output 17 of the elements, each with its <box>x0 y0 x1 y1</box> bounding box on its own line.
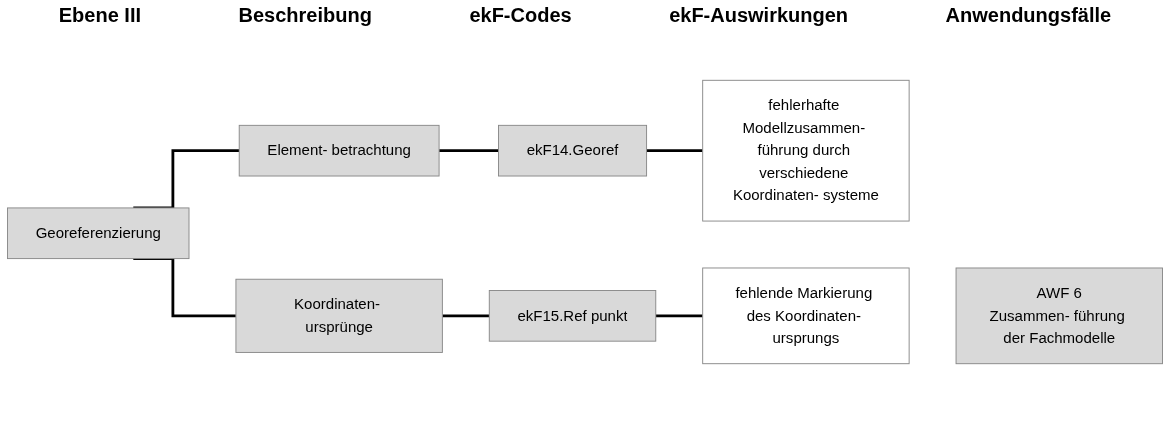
column-heading: ekF-Codes <box>469 4 572 27</box>
node-box: ekF15.Ref punkt <box>488 290 657 342</box>
node-box: Georeferenzierung <box>7 207 190 260</box>
node-box: fehlende Markierung des Koordinaten- ursprungs <box>702 267 910 365</box>
column-heading: Beschreibung <box>238 4 372 27</box>
node-box: Koordinaten- ursprünge <box>235 278 443 353</box>
column-heading: Ebene III <box>58 4 141 27</box>
column-heading: ekF-Auswirkungen <box>669 4 849 27</box>
column-heading: Anwendungsfälle <box>945 4 1112 27</box>
connector <box>442 314 490 318</box>
node-box: Element- betrachtung <box>238 124 440 177</box>
node-box: ekF14.Georef <box>498 124 648 177</box>
connector <box>646 149 703 153</box>
connector <box>439 149 499 153</box>
node-box: fehlerhafte Modellzusammen- führung durch verschiedene Koordinaten- systeme <box>702 79 910 222</box>
node-box: AWF 6 Zusammen- führung der Fachmodelle <box>955 267 1163 365</box>
connector <box>655 314 703 318</box>
